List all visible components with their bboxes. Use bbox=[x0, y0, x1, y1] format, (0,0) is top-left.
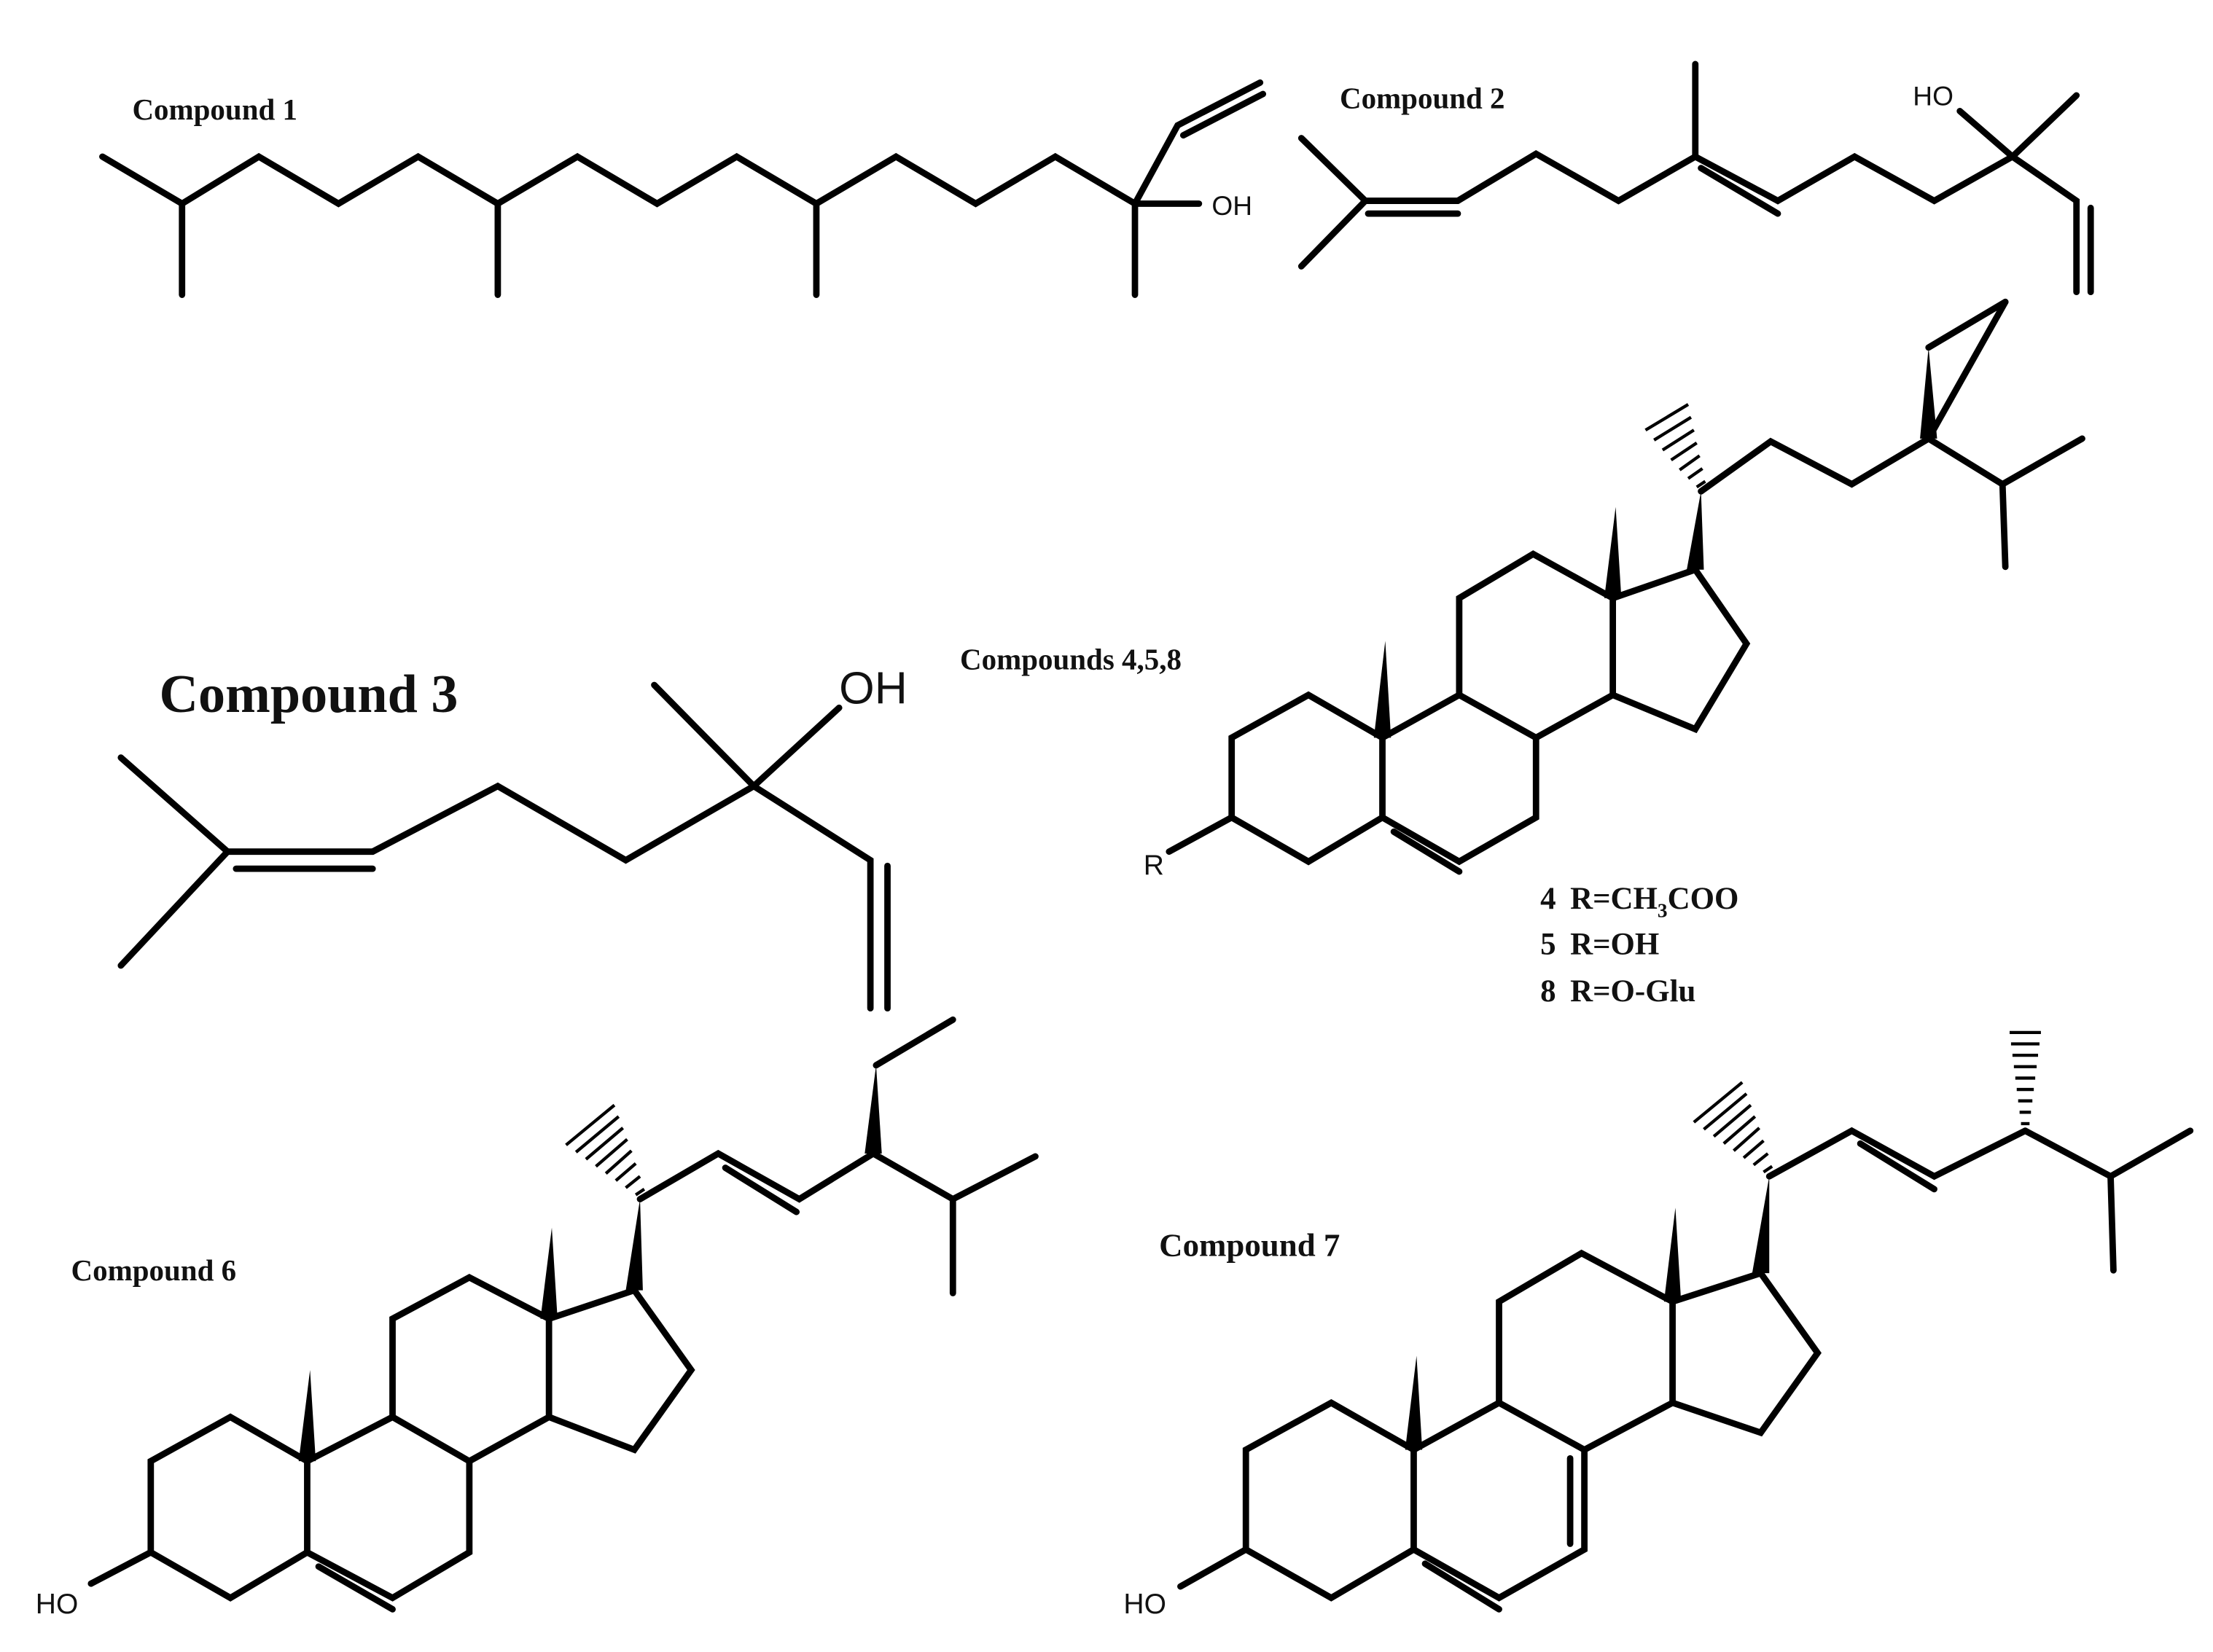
wedge-c17-chain-6 bbox=[625, 1199, 643, 1291]
hash-c24-methyl-7 bbox=[2009, 1030, 2041, 1126]
compound-3-label: Compound 3 bbox=[160, 665, 458, 724]
hash-c20-methyl-6 bbox=[565, 1103, 646, 1197]
r-group: R bbox=[1144, 850, 1164, 881]
compound-7-ho-group: HO bbox=[1123, 1589, 1166, 1620]
compound-1-structure bbox=[99, 79, 1267, 298]
wedge-c13-methyl-458 bbox=[1604, 506, 1622, 598]
wedge-ethyl-458 bbox=[1920, 347, 1937, 439]
hash-c20-methyl-7 bbox=[1693, 1081, 1773, 1174]
compound-3-structure bbox=[117, 681, 891, 1012]
wedge-c10-methyl-7 bbox=[1405, 1355, 1423, 1450]
compound-6-ho-group: HO bbox=[36, 1589, 79, 1620]
compound-2-label: Compound 2 bbox=[1340, 81, 1505, 114]
compound-2-structure bbox=[1297, 60, 2094, 296]
compound-6-structure bbox=[87, 1149, 1039, 1613]
compound-3-oh-group: OH bbox=[839, 662, 908, 713]
wedge-c17-chain-458 bbox=[1687, 491, 1704, 570]
compounds-4-5-8-structure bbox=[1166, 298, 2085, 875]
compound-1-label: Compound 1 bbox=[132, 93, 297, 126]
compound-7-structure bbox=[1177, 1127, 2194, 1613]
wedge-c10-methyl-6 bbox=[298, 1370, 316, 1462]
hash-c20-methyl-458 bbox=[1644, 403, 1706, 489]
compound-7-label: Compound 7 bbox=[1159, 1227, 1340, 1264]
wedge-c13-methyl-7 bbox=[1663, 1207, 1682, 1302]
compound-6-label: Compound 6 bbox=[71, 1253, 237, 1287]
compound-2-ho-group: HO bbox=[1913, 81, 1954, 111]
wedge-c17-chain-7 bbox=[1752, 1176, 1770, 1274]
wedge-c10-methyl-458 bbox=[1373, 641, 1392, 738]
wedge-c13-methyl-6 bbox=[540, 1227, 558, 1319]
compound-1-oh-group: OH bbox=[1211, 190, 1252, 221]
compounds-4-5-8-label: Compounds 4,5,8 bbox=[960, 642, 1182, 676]
wedge-ethyl-6 bbox=[864, 1065, 882, 1154]
